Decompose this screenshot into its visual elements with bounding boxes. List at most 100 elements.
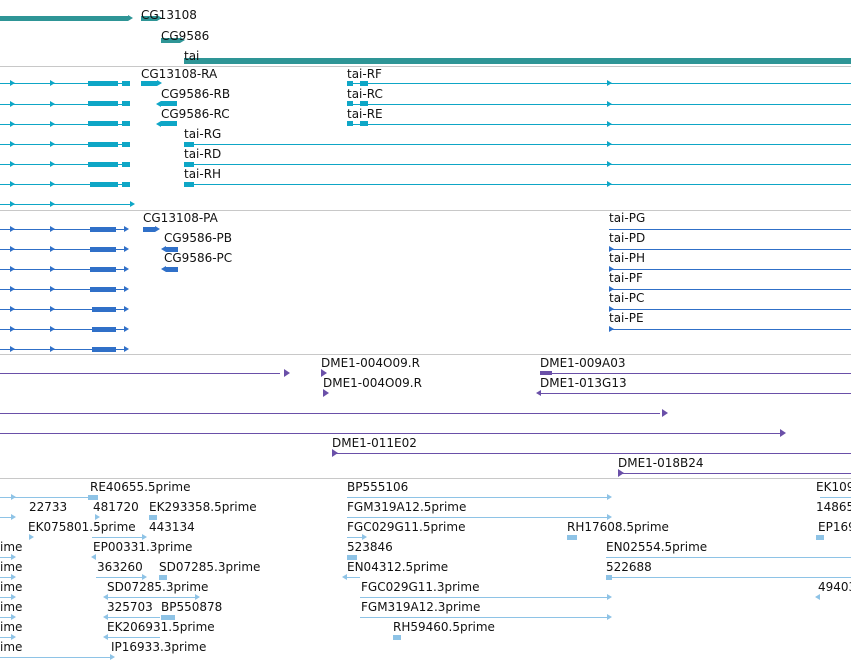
feature-line[interactable] <box>332 453 851 454</box>
feature-block[interactable] <box>122 182 130 187</box>
feature-label[interactable]: EN04312.5prime <box>347 560 449 574</box>
feature-label[interactable]: tai-RH <box>184 167 222 181</box>
feature-label[interactable]: BP555106 <box>347 480 409 494</box>
feature-line[interactable] <box>0 249 127 250</box>
feature-block[interactable] <box>122 142 130 147</box>
feature-label[interactable]: tai-PC <box>609 291 645 305</box>
feature-line[interactable] <box>184 144 851 145</box>
feature-block[interactable] <box>360 81 368 86</box>
feature-line[interactable] <box>0 373 280 374</box>
feature-label[interactable]: CG9586-RB <box>161 87 231 101</box>
feature-line[interactable] <box>609 309 851 310</box>
feature-line[interactable] <box>108 597 195 598</box>
feature-block[interactable] <box>166 267 178 272</box>
feature-label[interactable]: tai-PF <box>609 271 643 285</box>
feature-label[interactable]: 49403 <box>818 580 851 594</box>
feature-label[interactable]: ime <box>0 580 23 594</box>
feature-block[interactable] <box>122 121 130 126</box>
feature-block[interactable] <box>90 267 116 272</box>
feature-label[interactable]: 363260 <box>97 560 143 574</box>
feature-label[interactable]: tai-RE <box>347 107 383 121</box>
feature-line[interactable] <box>609 269 851 270</box>
feature-line[interactable] <box>108 637 160 638</box>
feature-label[interactable]: EK109 <box>816 480 851 494</box>
feature-line[interactable] <box>0 577 14 578</box>
feature-label[interactable]: DME1-004O09.R <box>321 356 420 370</box>
feature-block[interactable] <box>92 347 116 352</box>
feature-block[interactable] <box>141 16 157 21</box>
feature-label[interactable]: CG9586-PC <box>164 251 233 265</box>
feature-block[interactable] <box>161 101 177 106</box>
feature-block[interactable] <box>347 555 357 560</box>
feature-block[interactable] <box>166 247 178 252</box>
feature-line[interactable] <box>347 497 610 498</box>
feature-label[interactable]: RH59460.5prime <box>393 620 495 634</box>
feature-block[interactable] <box>606 575 612 580</box>
feature-line[interactable] <box>0 269 127 270</box>
feature-block[interactable] <box>161 38 180 43</box>
feature-line[interactable] <box>0 617 14 618</box>
feature-label[interactable]: tai-PD <box>609 231 646 245</box>
feature-block[interactable] <box>161 121 177 126</box>
feature-label[interactable]: CG13108-RA <box>141 67 218 81</box>
feature-block[interactable] <box>90 247 116 252</box>
feature-label[interactable]: RE40655.5prime <box>90 480 191 494</box>
feature-label[interactable]: EK293358.5prime <box>149 500 257 514</box>
feature-label[interactable]: CG13108-PA <box>143 211 218 225</box>
feature-line[interactable] <box>820 497 851 498</box>
feature-label[interactable]: tai-RC <box>347 87 383 101</box>
feature-label[interactable]: DME1-013G13 <box>540 376 627 390</box>
feature-line[interactable] <box>0 144 130 145</box>
feature-block[interactable] <box>88 121 118 126</box>
feature-line[interactable] <box>609 249 851 250</box>
feature-label[interactable]: BP550878 <box>161 600 223 614</box>
feature-line[interactable] <box>0 289 127 290</box>
feature-block[interactable] <box>90 287 116 292</box>
feature-block[interactable] <box>141 81 157 86</box>
feature-block[interactable] <box>143 227 155 232</box>
feature-label[interactable]: EK206931.5prime <box>107 620 215 634</box>
feature-line[interactable] <box>347 517 610 518</box>
feature-label[interactable]: EP00331.3prime <box>93 540 193 554</box>
feature-label[interactable]: tai-PH <box>609 251 645 265</box>
feature-block[interactable] <box>88 142 118 147</box>
feature-block[interactable] <box>347 81 353 86</box>
feature-line[interactable] <box>0 104 130 105</box>
feature-block[interactable] <box>360 101 368 106</box>
feature-label[interactable]: 522688 <box>606 560 652 574</box>
feature-label[interactable]: FGC029G11.5prime <box>347 520 466 534</box>
feature-line[interactable] <box>184 184 851 185</box>
feature-line[interactable] <box>0 83 130 84</box>
feature-line[interactable] <box>0 597 14 598</box>
feature-block[interactable] <box>184 142 194 147</box>
feature-line[interactable] <box>0 517 14 518</box>
feature-label[interactable]: CG9586 <box>161 29 210 43</box>
feature-label[interactable]: ime <box>0 560 23 574</box>
feature-block[interactable] <box>92 307 116 312</box>
feature-label[interactable]: DME1-004O09.R <box>323 376 422 390</box>
feature-block[interactable] <box>184 162 194 167</box>
feature-line[interactable] <box>0 184 130 185</box>
feature-label[interactable]: FGM319A12.5prime <box>347 500 467 514</box>
feature-line[interactable] <box>347 537 365 538</box>
feature-line[interactable] <box>0 557 14 558</box>
feature-block[interactable] <box>184 182 194 187</box>
feature-label[interactable]: RH17608.5prime <box>567 520 669 534</box>
feature-label[interactable]: tai-PG <box>609 211 646 225</box>
feature-line[interactable] <box>347 577 360 578</box>
feature-block[interactable] <box>184 58 851 64</box>
feature-line[interactable] <box>347 124 851 125</box>
feature-block[interactable] <box>347 121 353 126</box>
feature-line[interactable] <box>0 309 127 310</box>
feature-line[interactable] <box>0 497 96 498</box>
feature-label[interactable]: 481720 <box>93 500 139 514</box>
feature-label[interactable]: EN02554.5prime <box>606 540 708 554</box>
feature-label[interactable]: DME1-018B24 <box>618 456 704 470</box>
feature-line[interactable] <box>606 577 851 578</box>
feature-line[interactable] <box>184 164 851 165</box>
feature-label[interactable]: FGM319A12.3prime <box>361 600 481 614</box>
feature-block[interactable] <box>161 615 175 620</box>
feature-line[interactable] <box>0 124 130 125</box>
feature-block[interactable] <box>122 81 130 86</box>
feature-block[interactable] <box>88 101 118 106</box>
